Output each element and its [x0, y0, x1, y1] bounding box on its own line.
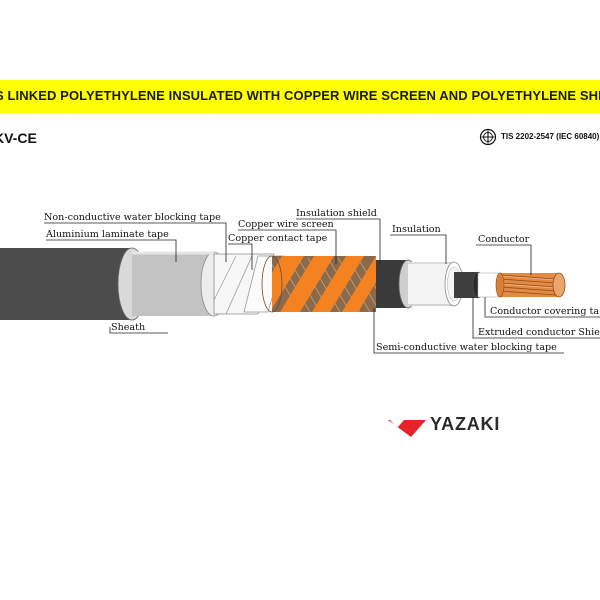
aluminium-tape-layer	[132, 252, 214, 316]
banner-title: S LINKED POLYETHYLENE INSULATED WITH COP…	[0, 88, 600, 103]
label-conductor-covering-tape: Conductor covering ta	[490, 306, 600, 317]
leader-copper-contact-tape	[228, 243, 253, 270]
leader-aluminium-tape	[46, 239, 177, 262]
label-semi-conductive-tape: Semi-conductive water blocking tape	[376, 342, 557, 353]
leader-extruded-conductor-shield	[472, 297, 600, 339]
leader-conductor	[476, 244, 532, 275]
copper-wire-screen-layer	[272, 256, 376, 312]
leader-sheath	[109, 327, 168, 334]
conductor-end	[552, 272, 566, 298]
label-extruded-conductor-shield: Extruded conductor Shie	[478, 327, 600, 338]
leader-copper-wire-screen	[238, 229, 337, 264]
title-banner: S LINKED POLYETHYLENE INSULATED WITH COP…	[0, 80, 600, 113]
leader-non-conductive-tape	[44, 222, 227, 262]
label-conductor: Conductor	[478, 234, 530, 245]
standard-reference: TIS 2202-2547 (IEC 60840)	[501, 132, 600, 141]
label-sheath: Sheath	[111, 322, 146, 333]
leader-semi-conductive-tape	[373, 308, 564, 354]
label-copper-wire-screen: Copper wire screen	[238, 219, 334, 230]
leader-insulation-shield	[296, 218, 381, 264]
label-copper-contact-tape: Copper contact tape	[228, 233, 328, 244]
label-aluminium-tape: Aluminium laminate tape	[46, 229, 169, 240]
tis-certification-icon	[479, 128, 497, 146]
yazaki-logo-icon	[388, 420, 426, 437]
yazaki-brand-name: YAZAKI	[430, 414, 501, 434]
label-insulation: Insulation	[392, 224, 441, 235]
cable-model: KV-CE	[0, 130, 37, 146]
label-non-conductive-tape: Non-conductive water blocking tape	[44, 212, 221, 223]
sheath-layer	[0, 248, 132, 320]
label-insulation-shield: Insulation shield	[296, 208, 377, 219]
conductor-layer	[499, 273, 559, 297]
leader-insulation	[390, 234, 447, 264]
leader-conductor-covering-tape	[484, 297, 600, 318]
